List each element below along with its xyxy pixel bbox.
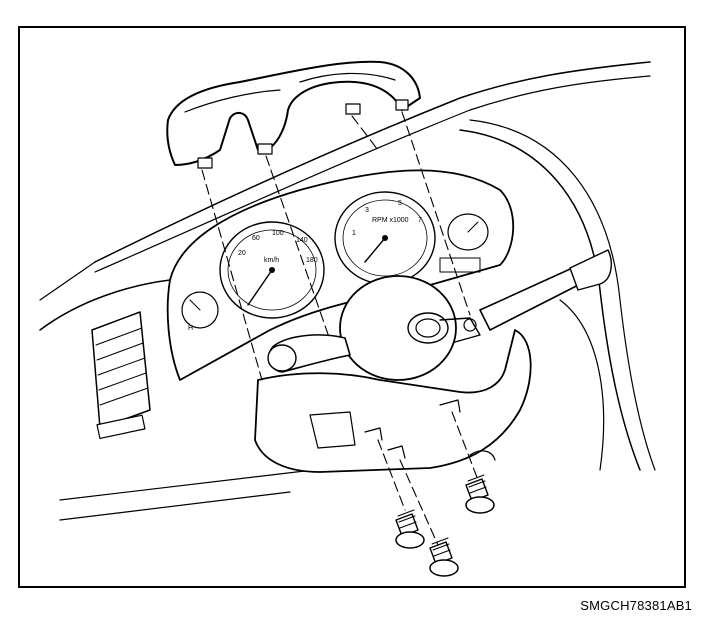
svg-text:5: 5 <box>398 200 402 207</box>
svg-text:140: 140 <box>296 237 308 244</box>
svg-text:100: 100 <box>272 230 284 237</box>
tacho-unit: RPM x1000 <box>372 217 409 224</box>
svg-text:180: 180 <box>306 257 318 264</box>
speedo-unit: km/h <box>264 257 279 264</box>
dash-right-panel <box>459 119 656 471</box>
svg-text:60: 60 <box>252 235 260 242</box>
screw-center <box>429 537 459 577</box>
svg-text:3: 3 <box>365 207 369 214</box>
air-vent <box>91 311 151 440</box>
steering-column <box>267 249 612 381</box>
instrument-cluster: H 20 60 100 140 180 km/h 1 3 5 7 RPM x10… <box>166 169 515 381</box>
screw-left <box>395 509 425 549</box>
svg-text:1: 1 <box>352 230 356 237</box>
lower-shroud <box>254 329 532 473</box>
figure-caption: SMGCH78381AB1 <box>580 598 692 613</box>
svg-text:H: H <box>188 325 193 332</box>
dashboard-outline <box>39 61 651 521</box>
screw-right <box>465 474 495 514</box>
upper-shroud <box>166 60 421 169</box>
alignment-lines <box>201 111 479 546</box>
svg-text:20: 20 <box>238 250 246 257</box>
svg-text:7: 7 <box>418 217 422 224</box>
